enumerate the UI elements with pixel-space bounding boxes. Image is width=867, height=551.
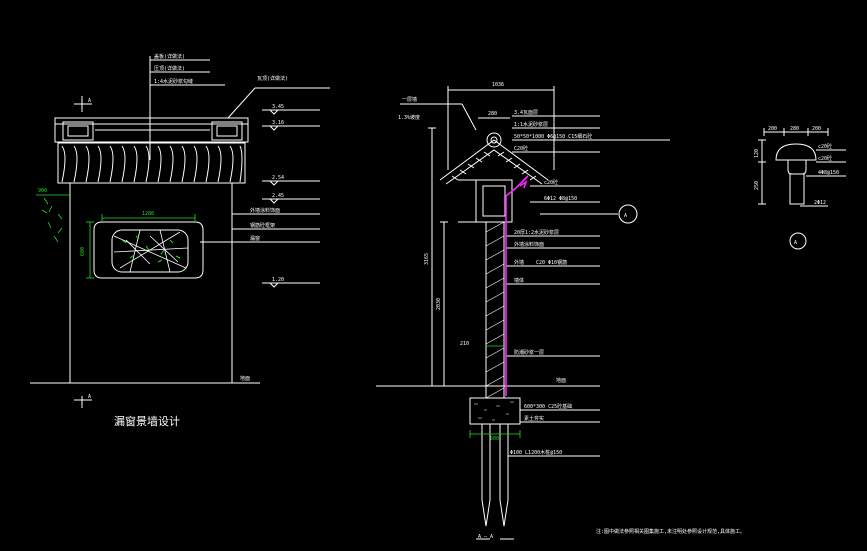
left-callout-3: 1:4水泥砂浆勾缝 bbox=[154, 78, 193, 85]
section-callout-1: 一层墙 bbox=[402, 96, 417, 103]
section-note: 注:图中做法参照相关图集施工,未注明处参照设计规范,具体施工。 bbox=[596, 528, 745, 535]
column-hatch bbox=[485, 221, 505, 399]
left-elev-5: 1.20 bbox=[272, 277, 284, 283]
left-note-2: 钢筋砼框架 bbox=[250, 222, 275, 229]
section-callout-13: 墙体 bbox=[514, 277, 524, 284]
section-callout-16: 600*300 C25砼基础 bbox=[524, 403, 572, 410]
left-section-mark-top: A bbox=[88, 98, 91, 104]
detail-dim-2: 280 bbox=[790, 126, 799, 132]
section-callout-8: 6Φ12 Φ8@150 bbox=[544, 196, 577, 202]
left-elev-1: 3.45 bbox=[272, 104, 284, 110]
footing-hatch bbox=[474, 401, 514, 421]
left-elev-4: 2.45 bbox=[272, 193, 284, 199]
section-label: A — A bbox=[478, 534, 493, 540]
left-dim-2: 900 bbox=[38, 188, 47, 194]
section-callout-4: 1:1水泥砂浆层 bbox=[514, 121, 548, 128]
section-callout-7: c20砼 bbox=[544, 179, 558, 186]
section-callout-14: 防潮砂浆一层 bbox=[514, 349, 544, 356]
section-callout-11: 外墙 bbox=[514, 259, 524, 266]
detail-callout-1: c20砼 bbox=[818, 143, 832, 150]
left-callout-1: 盖板(详做法) bbox=[154, 53, 185, 60]
section-callout-15: 地面 bbox=[556, 377, 566, 384]
section-callout-18: Φ100 L1200木桩@150 bbox=[510, 449, 562, 456]
section-callout-12: C20 Φ10钢筋 bbox=[536, 259, 567, 266]
left-note-1: 外墙涂料饰面 bbox=[250, 207, 280, 214]
section-side-dim-2: 2030 bbox=[436, 298, 442, 310]
left-callout-4: 瓦顶(详做法) bbox=[257, 75, 288, 82]
detail-dim-1: 200 bbox=[768, 126, 777, 132]
window-lattice bbox=[113, 229, 189, 273]
detail-label: A bbox=[794, 240, 797, 246]
section-callout-17: 素土夯实 bbox=[524, 415, 544, 422]
section-rebar bbox=[505, 175, 529, 396]
section-top-dim-2: 280 bbox=[488, 111, 497, 117]
left-elevation-title: 漏窗景墙设计 bbox=[114, 414, 180, 428]
section-callout-3: 3.4瓦面层 bbox=[514, 110, 538, 116]
section-side-dim-3: 210 bbox=[460, 341, 469, 347]
section-dims-green bbox=[469, 345, 521, 438]
left-dims bbox=[36, 194, 196, 279]
window-leaves bbox=[121, 235, 181, 263]
detail-side-dim-1: 120 bbox=[754, 149, 760, 158]
section-callout-9: 20厚1:2水泥砂浆层 bbox=[514, 229, 559, 236]
left-elevation bbox=[30, 56, 330, 408]
section-callout-2: 1.3%坡度 bbox=[398, 114, 420, 121]
left-dim-1: 1280 bbox=[142, 211, 154, 217]
section-foot-dim: 600 bbox=[490, 436, 499, 442]
section-top-dim-1: 1036 bbox=[492, 82, 504, 88]
section-side-dim-1: 3165 bbox=[424, 253, 430, 265]
left-elev-3: 2.54 bbox=[272, 175, 284, 181]
left-section-mark-bottom: A bbox=[88, 394, 91, 400]
left-note-3: 漏窗 bbox=[250, 235, 260, 242]
detail-callout-4: 2Φ12 bbox=[814, 200, 826, 206]
detail-callout-2: c20砼 bbox=[818, 155, 832, 162]
section-callout-6: C20砼 bbox=[514, 145, 528, 152]
tile-row bbox=[61, 145, 243, 183]
section-callout-10: 外墙涂料饰面 bbox=[514, 241, 544, 248]
left-callout-2: 压顶(详做法) bbox=[154, 65, 185, 72]
detail-callout-3: 4Φ8@150 bbox=[818, 170, 839, 176]
detail-a bbox=[758, 128, 846, 250]
left-dim-3: 600 bbox=[80, 247, 86, 256]
section-circle-label: A bbox=[624, 213, 627, 219]
section-drawing bbox=[376, 86, 670, 540]
left-elev-2: 3.16 bbox=[272, 120, 284, 126]
left-ground-label: 地面 bbox=[240, 375, 250, 382]
section-callout-5: 50*50*1000 Φ6@150 C15细石砼 bbox=[514, 133, 592, 140]
detail-dim-3: 200 bbox=[812, 126, 821, 132]
detail-side-dim-2: 250 bbox=[754, 181, 760, 190]
